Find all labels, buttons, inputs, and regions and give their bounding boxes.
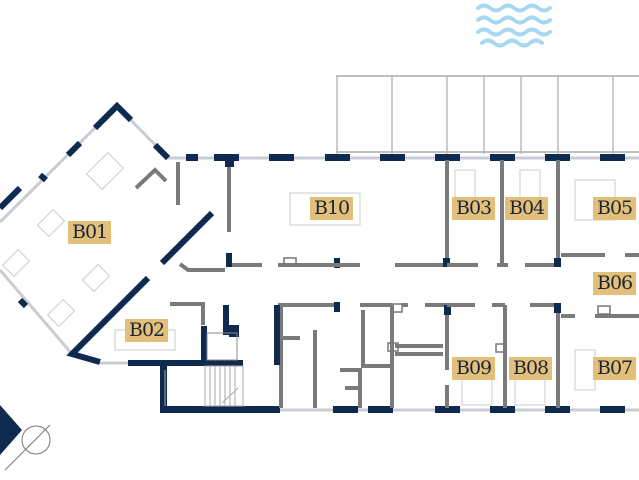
- compass-icon: [0, 405, 51, 471]
- water-waves-icon: [476, 3, 552, 48]
- room-label-b02[interactable]: B02: [125, 319, 169, 342]
- room-label-b07[interactable]: B07: [593, 357, 637, 380]
- room-b02-walls: [100, 302, 243, 366]
- lower-partitions: [274, 302, 639, 408]
- room-label-b05[interactable]: B05: [593, 197, 637, 220]
- room-label-b04[interactable]: B04: [505, 197, 549, 220]
- room-b01-walls: [0, 101, 225, 365]
- room-label-b08[interactable]: B08: [509, 357, 553, 380]
- furniture: [1, 151, 616, 406]
- room-label-b09[interactable]: B09: [452, 357, 496, 380]
- stairs: [164, 365, 244, 407]
- room-label-b10[interactable]: B10: [310, 197, 354, 220]
- room-label-b03[interactable]: B03: [452, 197, 496, 220]
- room-label-b01[interactable]: B01: [68, 221, 112, 244]
- upper-partitions: [225, 158, 639, 268]
- room-label-b06[interactable]: B06: [593, 272, 637, 295]
- exterior-wall-bottom: [160, 362, 639, 413]
- exterior-wall-top: [165, 154, 639, 161]
- pergola: [336, 75, 639, 154]
